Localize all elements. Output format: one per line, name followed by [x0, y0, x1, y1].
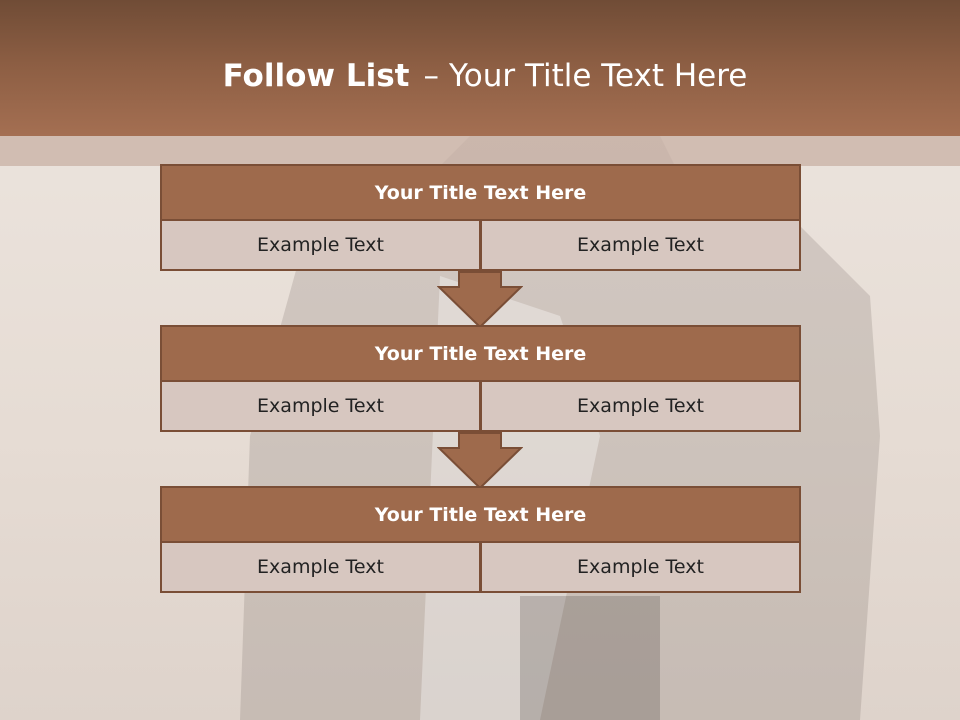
step-cell-left: Example Text	[160, 543, 481, 593]
step-block-3: Your Title Text Here Example Text Exampl…	[160, 486, 801, 593]
step-cell-left: Example Text	[160, 382, 481, 432]
step-row: Example Text Example Text	[160, 382, 801, 432]
step-block-1: Your Title Text Here Example Text Exampl…	[160, 164, 801, 271]
step-cell-right: Example Text	[481, 221, 801, 271]
title-separator: –	[423, 58, 439, 94]
title-bold: Follow List	[222, 58, 410, 94]
step-cell-left: Example Text	[160, 221, 481, 271]
step-title: Your Title Text Here	[160, 325, 801, 382]
step-title: Your Title Text Here	[160, 486, 801, 543]
step-cell-right: Example Text	[481, 382, 801, 432]
down-arrow-icon	[437, 432, 523, 490]
header-bar	[0, 0, 960, 136]
down-arrow-icon	[437, 271, 523, 329]
step-cell-right: Example Text	[481, 543, 801, 593]
title-rest: Your Title Text Here	[448, 58, 748, 94]
step-title: Your Title Text Here	[160, 164, 801, 221]
step-row: Example Text Example Text	[160, 543, 801, 593]
header-strip	[0, 136, 960, 166]
step-block-2: Your Title Text Here Example Text Exampl…	[160, 325, 801, 432]
step-row: Example Text Example Text	[160, 221, 801, 271]
slide-title: Follow List–Your Title Text Here	[0, 52, 960, 100]
